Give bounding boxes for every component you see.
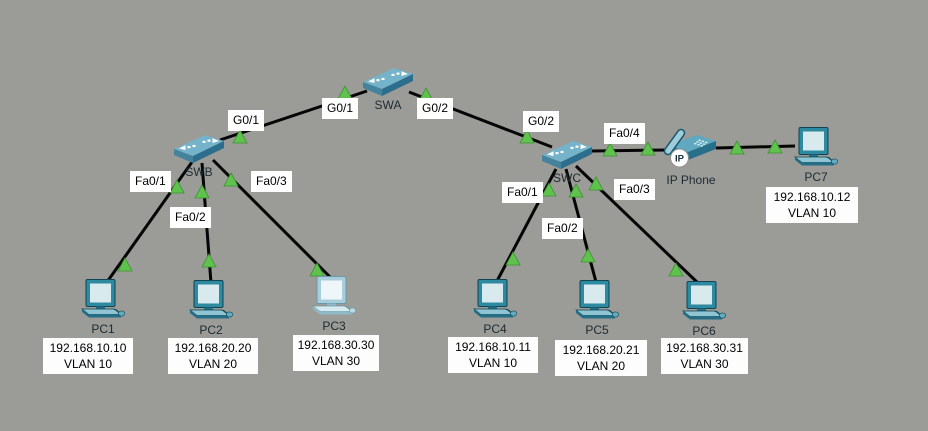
device-pc6[interactable]: PC6 <box>681 281 727 338</box>
device-name-label: PC7 <box>804 170 828 184</box>
port-label: Fa0/2 <box>170 207 211 228</box>
switch-icon <box>174 135 224 163</box>
vlan-text: VLAN 10 <box>787 206 837 220</box>
port-label: Fa0/1 <box>130 171 171 192</box>
device-swa[interactable]: SWA <box>361 63 415 112</box>
link-status-up-indicator <box>201 253 217 268</box>
pc-icon <box>472 279 517 318</box>
port-label: G0/2 <box>417 98 454 119</box>
device-name-label: PC4 <box>483 322 507 336</box>
link-status-up-indicator <box>668 262 684 277</box>
switch-icon <box>363 68 413 96</box>
phone-keypad <box>694 139 708 147</box>
switch-arrows-glyph <box>547 144 587 156</box>
device-name-label: IP Phone <box>666 173 716 187</box>
device-pc4[interactable]: PC4 <box>472 279 518 336</box>
port-label: G0/2 <box>523 111 560 132</box>
ip-badge <box>670 148 689 168</box>
port-label: G0/1 <box>322 98 359 119</box>
pc-icon <box>681 281 726 320</box>
link-status-up-indicator <box>232 129 248 144</box>
link-status-up-indicator <box>541 182 557 197</box>
ip-address-text: 192.168.10.11 <box>455 340 531 354</box>
link-status-up-indicator <box>729 140 745 155</box>
ip-address-text: 192.168.10.10 <box>49 341 127 355</box>
device-name-label: SWA <box>374 98 402 112</box>
link-status-up-indicator <box>309 262 325 277</box>
port-label: Fa0/1 <box>502 182 543 203</box>
device-pc3[interactable]: PC3 <box>311 276 357 333</box>
link-swc-ip-phone[interactable] <box>591 148 668 153</box>
link-status-up-indicator <box>580 248 596 263</box>
link-status-up-indicator <box>223 172 239 187</box>
ip-address-text: 192.168.20.20 <box>174 341 252 355</box>
link-status-up-indicator <box>588 176 604 191</box>
device-swc[interactable]: SWC <box>540 136 594 185</box>
device-name-label: SWC <box>553 171 581 185</box>
device-name-label: PC3 <box>322 319 346 333</box>
link-status-up-indicator <box>117 257 133 272</box>
vlan-text: VLAN 10 <box>63 357 113 371</box>
device-name-label: PC2 <box>199 323 223 337</box>
switch-arrows-glyph <box>179 138 219 150</box>
device-name-label: PC1 <box>91 322 115 336</box>
vlan-text: VLAN 30 <box>311 354 361 368</box>
ip-address-text: 192.168.10.12 <box>773 190 851 204</box>
device-ip-phone[interactable]: IP IP Phone <box>664 128 718 187</box>
link-status-up-indicator <box>519 129 535 144</box>
port-label: Fa0/2 <box>542 218 583 239</box>
ip-address-text: 192.168.20.21 <box>562 343 640 357</box>
device-pc1[interactable]: PC1 <box>80 279 126 336</box>
pc-icon <box>188 280 233 319</box>
vlan-text: VLAN 10 <box>468 356 518 370</box>
port-label: Fa0/3 <box>614 179 655 200</box>
switch-icon <box>542 141 592 169</box>
pc-icon <box>311 276 356 315</box>
pc-icon <box>574 280 619 319</box>
vlan-text: VLAN 20 <box>576 359 626 373</box>
link-status-up-indicator <box>767 139 783 154</box>
vlan-text: VLAN 30 <box>680 357 729 371</box>
switch-arrows-glyph <box>368 71 408 83</box>
vlan-text: VLAN 20 <box>188 357 238 371</box>
device-pc2[interactable]: PC2 <box>188 280 234 337</box>
link-status-up-indicator <box>194 184 210 199</box>
ip-address-text: 192.168.30.30 <box>297 338 375 352</box>
device-pc7[interactable]: PC7 <box>793 127 839 184</box>
link-status-up-indicator <box>602 142 618 157</box>
ip-badge-text: IP <box>675 154 685 165</box>
link-status-up-indicator <box>640 141 656 156</box>
device-name-label: PC5 <box>585 323 609 337</box>
link-status-up-indicator <box>568 183 584 198</box>
ip-phone-icon: IP <box>664 128 716 168</box>
link-ip-phone-pc7[interactable] <box>715 144 796 150</box>
device-swb[interactable]: SWB <box>172 130 226 179</box>
device-name-label: PC6 <box>692 324 716 338</box>
link-status-up-indicator <box>505 251 521 266</box>
device-name-label: SWB <box>185 165 213 179</box>
port-label: Fa0/3 <box>251 171 292 192</box>
pc-icon <box>80 279 125 318</box>
link-status-up-indicator <box>169 179 185 194</box>
port-label: G0/1 <box>228 110 265 131</box>
pc-icon <box>793 127 838 166</box>
port-label: Fa0/4 <box>604 123 645 144</box>
device-pc5[interactable]: PC5 <box>574 280 620 337</box>
ip-address-text: 192.168.30.31 <box>666 341 743 355</box>
